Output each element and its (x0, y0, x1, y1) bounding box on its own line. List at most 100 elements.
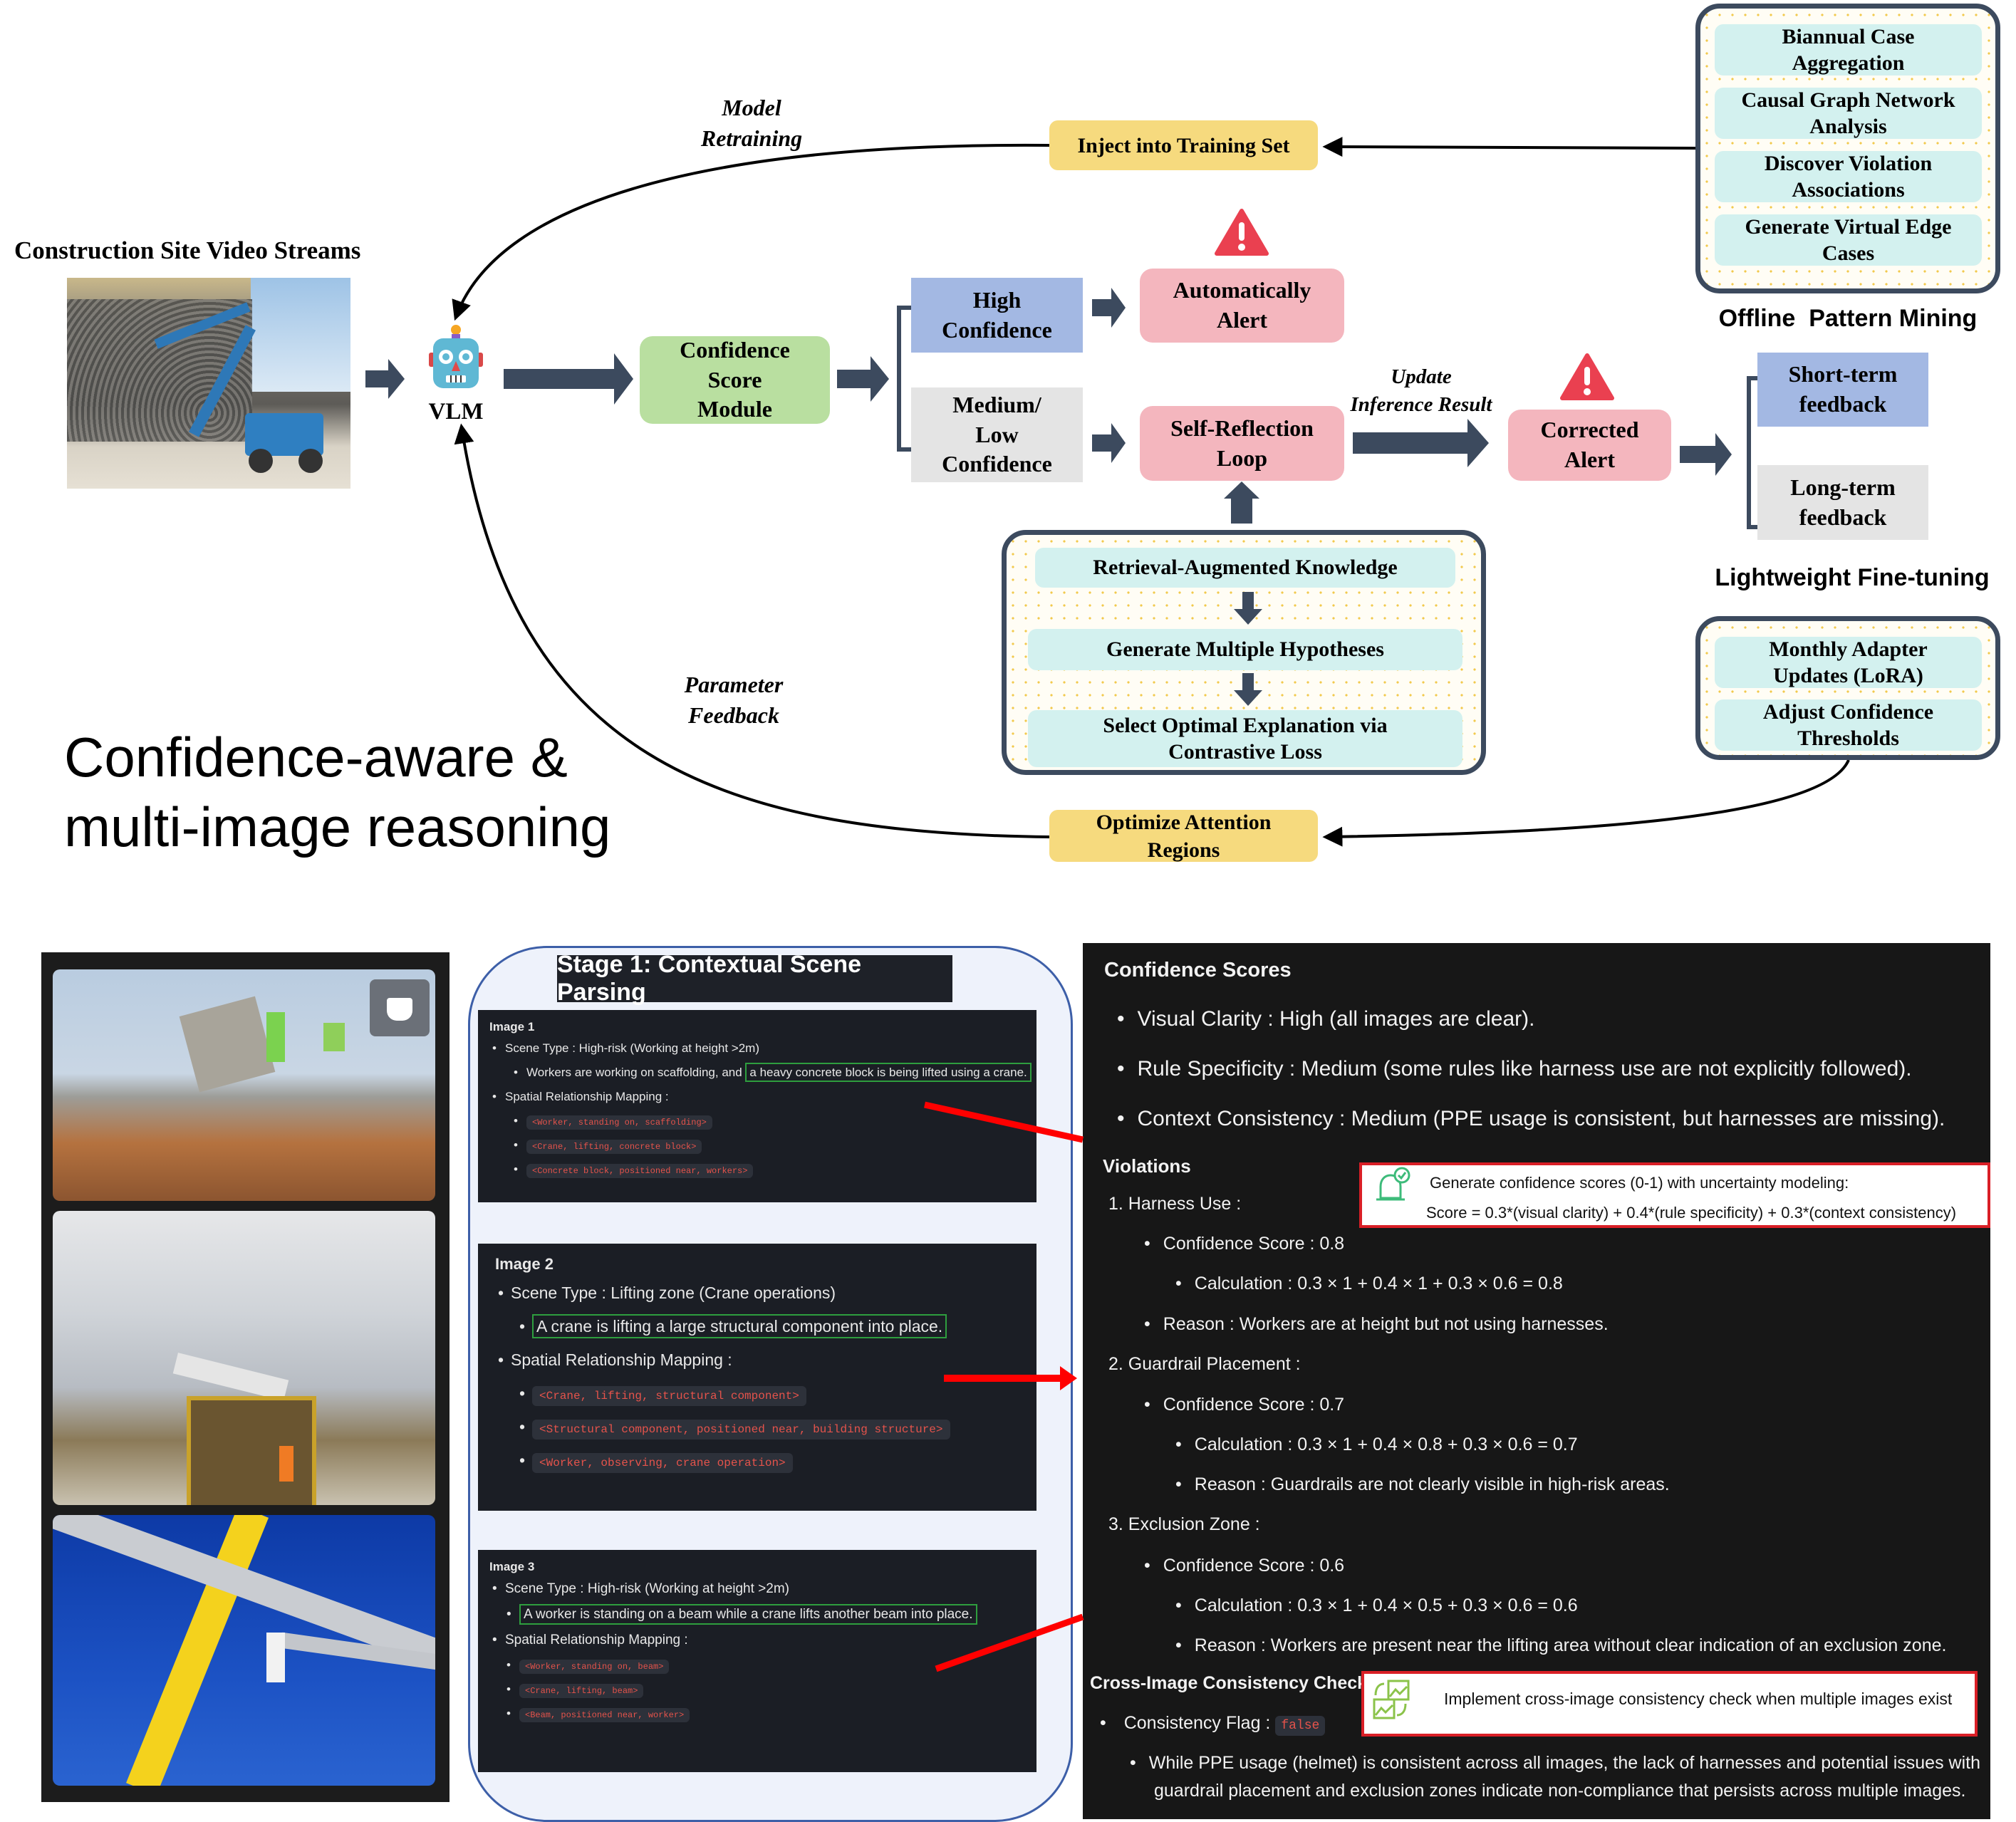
title-line-1: Confidence-aware & (64, 726, 568, 788)
consistency-summary-line-1: While PPE usage (helmet) is consistent a… (1130, 1753, 1980, 1774)
violation-calculation: Calculation : 0.3 × 1 + 0.4 × 0.8 + 0.3 … (1175, 1435, 1578, 1455)
arrow-knowledge-to-reflection (1224, 481, 1259, 524)
image-2-card: Image 2 Scene Type : Lifting zone (Crane… (478, 1244, 1036, 1511)
offline-item: Biannual Case Aggregation (1715, 24, 1982, 76)
score-formula-callout: Generate confidence scores (0-1) with un… (1359, 1162, 1990, 1228)
arrow-medium-to-reflection (1092, 423, 1126, 463)
title-line-2: multi-image reasoning (64, 796, 611, 858)
mapping-label: Spatial Relationship Mapping : (495, 1350, 1019, 1370)
offline-to-inject-line (1322, 137, 1696, 157)
confidence-score-module: Confidence Score Module (640, 336, 830, 424)
input-image-3 (53, 1515, 435, 1786)
collapse-button[interactable] (370, 979, 430, 1036)
offline-item: Causal Graph Network Analysis (1715, 88, 1982, 139)
confidence-branch-bracket (897, 306, 911, 452)
update-inference-label: Update Inference Result (1350, 365, 1492, 417)
self-reflection-loop-box: Self-Reflection Loop (1140, 406, 1344, 481)
optimize-attention-box: Optimize Attention Regions (1049, 810, 1318, 862)
reflection-step: Generate Multiple Hypotheses (1028, 629, 1462, 670)
cross-image-heading: Cross-Image Consistency Check (1090, 1673, 1368, 1693)
warning-icon (1215, 208, 1269, 256)
robot-icon (426, 324, 486, 390)
reflection-steps-container: Retrieval-Augmented Knowledge Generate M… (1002, 530, 1486, 775)
highlighted-description: A crane is lifting a large structural co… (532, 1314, 947, 1338)
stage1-title: Stage 1: Contextual Scene Parsing (557, 951, 952, 1006)
violation-reason: Reason : Workers are at height but not u… (1144, 1314, 1609, 1335)
relation-item: <Worker, standing on, beam> (504, 1658, 1025, 1674)
highlighted-description: a heavy concrete block is being lifted u… (745, 1063, 1032, 1082)
relation-item: <Concrete block, positioned near, worker… (511, 1162, 1025, 1178)
parameter-feedback-curve (454, 423, 1050, 838)
warning-icon (1560, 353, 1614, 401)
image-heading: Image 1 (489, 1020, 535, 1034)
scene-description: Workers are working on scaffolding, and … (511, 1063, 1032, 1082)
long-term-feedback-box: Long-term feedback (1757, 465, 1928, 540)
step-down-arrow-icon (1232, 673, 1264, 711)
consistency-flag-value: false (1275, 1716, 1326, 1736)
scene-type: Scene Type : High-risk (Working at heigh… (489, 1581, 1025, 1597)
arrow-high-to-alert (1092, 288, 1126, 328)
high-confidence-box: High Confidence (911, 278, 1083, 353)
lightweight-item: Monthly Adapter Updates (LoRA) (1715, 637, 1982, 688)
reflection-step: Select Optimal Explanation via Contrasti… (1028, 710, 1462, 767)
image-3-card: Image 3 Scene Type : High-risk (Working … (478, 1550, 1036, 1772)
violation-score: Confidence Score : 0.6 (1144, 1556, 1344, 1576)
highlighted-description: A worker is standing on a beam while a c… (519, 1604, 977, 1625)
violation-title: 2. Guardrail Placement : (1108, 1354, 1301, 1374)
arrow-vlm-to-module (504, 353, 633, 405)
cross-callout-text: Implement cross-image consistency check … (1444, 1690, 1953, 1708)
mapping-label: Spatial Relationship Mapping : (489, 1633, 1025, 1648)
lightweight-finetuning-label: Lightweight Fine-tuning (1715, 564, 1990, 591)
input-image-1 (53, 969, 435, 1201)
input-images-column (41, 952, 450, 1802)
mapping-label: Spatial Relationship Mapping : (489, 1090, 1025, 1104)
image-heading: Image 2 (495, 1255, 554, 1273)
consistency-flag: Consistency Flag : false (1100, 1713, 1326, 1736)
corrected-alert-box: Corrected Alert (1508, 410, 1671, 481)
violation-score: Confidence Score : 0.8 (1144, 1234, 1344, 1254)
feedback-branch-bracket (1747, 376, 1757, 529)
offline-pattern-mining-label: Offline Pattern Mining (1718, 305, 1978, 332)
relation-item: <Structural component, positioned near, … (516, 1417, 1019, 1440)
score-callout-line-2: Score = 0.3*(visual clarity) + 0.4*(rule… (1426, 1204, 1957, 1222)
scene-description: A worker is standing on a beam while a c… (504, 1604, 1025, 1625)
arrow-reflection-to-corrected (1353, 419, 1489, 467)
reflection-step: Retrieval-Augmented Knowledge (1035, 548, 1455, 588)
relation-item: <Worker, standing on, scaffolding> (511, 1114, 1025, 1130)
short-term-feedback-box: Short-term feedback (1757, 353, 1928, 427)
score-callout-line-1: Generate confidence scores (0-1) with un… (1430, 1174, 1849, 1192)
automatically-alert-box: Automatically Alert (1140, 269, 1344, 343)
model-retraining-curve (452, 143, 1050, 321)
construction-site-photo (67, 278, 350, 489)
cross-image-callout: Implement cross-image consistency check … (1361, 1671, 1978, 1737)
lightweight-finetuning-container: Monthly Adapter Updates (LoRA) Adjust Co… (1695, 616, 2000, 760)
violation-title: 3. Exclusion Zone : (1108, 1514, 1260, 1534)
confidence-scores-heading: Confidence Scores (1104, 959, 1292, 982)
violation-reason: Reason : Workers are present near the li… (1175, 1635, 1947, 1656)
stage1-panel: Stage 1: Contextual Scene Parsing Image … (468, 946, 1073, 1822)
relation-item: <Worker, observing, crane operation> (516, 1451, 1019, 1473)
source-label: Construction Site Video Streams (14, 236, 361, 264)
relation-item: <Crane, lifting, structural component> (516, 1384, 1019, 1406)
confidence-factor: Context Consistency : Medium (PPE usage … (1117, 1107, 1945, 1131)
consistency-summary-line-2: guardrail placement and exclusion zones … (1154, 1781, 1966, 1801)
bell-check-icon (1372, 1167, 1415, 1213)
arrow-photo-to-vlm (365, 359, 405, 399)
robot-head-icon (387, 998, 412, 1021)
violation-title: 1. Harness Use : (1108, 1194, 1242, 1214)
offline-pattern-mining-container: Biannual Case Aggregation Causal Graph N… (1695, 4, 2000, 293)
scene-description: A crane is lifting a large structural co… (516, 1314, 1019, 1338)
parameter-feedback-label: Parameter Feedback (684, 672, 784, 729)
diagram-connectors (365, 137, 1850, 847)
image-compare-icon (1371, 1678, 1423, 1726)
scene-type: Scene Type : High-risk (Working at heigh… (489, 1041, 1025, 1056)
confidence-factor: Visual Clarity : High (all images are cl… (1117, 1007, 1535, 1031)
relation-item: <Beam, positioned near, worker> (504, 1707, 1025, 1722)
model-retraining-label: Model Retraining (700, 95, 803, 152)
arrow-module-to-branch (837, 356, 889, 402)
relation-item: <Crane, lifting, concrete block> (511, 1138, 1025, 1154)
image-heading: Image 3 (489, 1560, 535, 1573)
violation-calculation: Calculation : 0.3 × 1 + 0.4 × 0.5 + 0.3 … (1175, 1595, 1578, 1616)
arrow-corrected-to-feedback (1680, 433, 1732, 476)
inject-training-set-box: Inject into Training Set (1049, 120, 1318, 170)
